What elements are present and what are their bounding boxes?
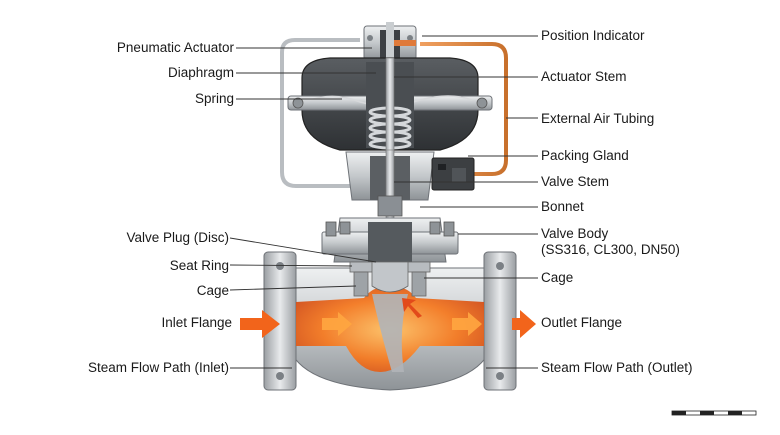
label-actuator-stem: Actuator Stem: [541, 69, 627, 84]
label-spring: Spring: [194, 91, 234, 106]
label-cage-left: Cage: [196, 283, 229, 298]
label-inlet-flange: Inlet Flange: [161, 315, 232, 330]
label-steam-flow-inlet: Steam Flow Path (Inlet): [87, 360, 229, 375]
valve-plug: [371, 261, 409, 293]
scale-bar: [671, 410, 757, 416]
label-valve-body: Valve Body (SS316, CL300, DN50): [541, 226, 680, 257]
label-packing-gland: Packing Gland: [541, 148, 629, 163]
label-seat-ring: Seat Ring: [169, 258, 229, 273]
outlet-arrow: [512, 310, 536, 338]
label-valve-stem: Valve Stem: [541, 174, 610, 189]
label-pneumatic-actuator: Pneumatic Actuator: [116, 40, 234, 55]
label-cage-right: Cage: [541, 270, 574, 285]
cage-right: [411, 271, 427, 297]
label-steam-flow-outlet: Steam Flow Path (Outlet): [541, 360, 693, 375]
label-bonnet: Bonnet: [541, 199, 584, 214]
position-indicator-pointer: [394, 40, 416, 46]
flow-arrows: [240, 298, 536, 338]
label-outlet-flange: Outlet Flange: [541, 315, 623, 330]
label-external-air-tubing: External Air Tubing: [541, 111, 655, 126]
cage-left: [353, 271, 369, 297]
label-valve-plug: Valve Plug (Disc): [126, 230, 229, 245]
label-diaphragm: Diaphragm: [167, 65, 234, 80]
external-air-tubing: [420, 42, 508, 176]
external-tubing-left: [280, 38, 360, 188]
inlet-arrow: [240, 310, 280, 338]
label-position-indicator: Position Indicator: [541, 28, 645, 43]
outlet-flange: [483, 251, 517, 391]
body-partition: [372, 294, 408, 372]
stem-connector: [377, 195, 403, 217]
leader-lines: [229, 35, 538, 369]
